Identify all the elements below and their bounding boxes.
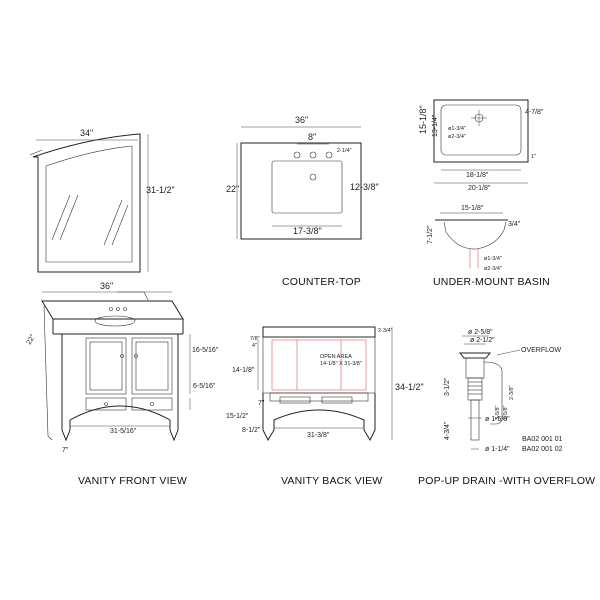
backsplash (118, 291, 149, 301)
mirror-frame (32, 133, 141, 273)
caption-popup-drain: POP-UP DRAIN -WITH OVERFLOW (418, 475, 595, 487)
back-top-edge-label: 2-3/4" (378, 328, 393, 334)
basin-hole2-label: ø2-3/4" (448, 134, 466, 140)
left-drawer (85, 397, 127, 411)
mirror-height-label: 31-1/2" (146, 185, 175, 195)
back-shelf (269, 392, 369, 402)
left-door (85, 337, 127, 395)
basin-bowl-profile (443, 221, 507, 250)
back-countertop (262, 326, 376, 338)
basin-outer-width-label: 20-1/8" (468, 185, 491, 192)
basin-drain2-label: ø2-3/4" (484, 266, 502, 272)
front-depth-label: 22" (26, 333, 37, 346)
tailpiece (470, 399, 480, 441)
spread-label: 8" (308, 132, 316, 142)
drain-h4-label: 3-5/8" (495, 405, 501, 420)
mirror-width-label: 34" (80, 128, 93, 138)
back-base-frame (262, 393, 376, 442)
vanity-base-frame (61, 334, 179, 442)
drawer-height-label: 6-5/16" (193, 383, 216, 390)
faucet-hole-right (325, 151, 333, 159)
basin-offset-label: 4-7/8" (525, 109, 544, 116)
drain-body (465, 357, 485, 379)
base-width-label: 31-5/16" (110, 428, 137, 435)
back-base-width-label: 31-3/8" (307, 432, 330, 439)
faucet-hole-left (293, 151, 301, 159)
vanity-side-leg (43, 305, 53, 441)
caption-vanity-front-view: VANITY FRONT VIEW (78, 475, 187, 487)
open-area (271, 339, 367, 391)
caption-under-mount-basin: UNDER-MOUNT BASIN (433, 276, 550, 288)
faucet-hole-center (309, 151, 317, 159)
basin-height-label: 7-1/2" (427, 225, 434, 244)
mirror-drawing: 34" 31-1/2" (29, 128, 175, 273)
back-a-label: 7/8" (250, 336, 260, 342)
caption-counter-top: COUNTER-TOP (282, 276, 361, 288)
basin-inner-depth-label: 13-1/4" (432, 114, 439, 137)
counter-depth-label: 22" (226, 184, 239, 194)
open-area-size: 14-1/8" X 31-3/8" (320, 361, 362, 367)
drain-h5-label: 2-5/8" (503, 405, 509, 420)
toe-label: 7" (62, 447, 69, 454)
basin-drain1-label: ø1-3/4" (484, 256, 502, 262)
counter-top-outline (240, 142, 362, 240)
right-drawer (131, 397, 173, 411)
basin-lip-label: 3/4" (508, 221, 521, 228)
basin-outer-depth-label: 15-1/8" (418, 105, 428, 134)
drain-d4-label: ø 1-1/4" (485, 446, 510, 453)
drain-h1-label: 3-1/2" (444, 377, 451, 396)
front-width-label: 36" (100, 281, 113, 291)
right-door-knob (134, 354, 138, 358)
back-open-height-label: 14-1/8" (232, 367, 255, 374)
back-leg-height-label: 15-1/2" (226, 413, 249, 420)
right-door (131, 337, 173, 395)
vanity-sink (94, 315, 136, 327)
open-area-title: OPEN AREA (320, 354, 352, 360)
hole-offset-label: 2-1/4" (337, 148, 352, 154)
counter-top-drawing: 36" 8" 2-1/4" 22" 12-3/8" 17-3/8" (226, 115, 379, 240)
drain-d3-label: ø 1-5/8" (485, 416, 510, 423)
drain-h3-label: 4-3/4" (444, 421, 451, 440)
back-shelf-height-label: 8-1/2" (242, 427, 261, 434)
basin-inner (440, 104, 522, 156)
drain-nut (467, 377, 483, 401)
drain-cap (458, 352, 492, 359)
basin-edge-label: 1" (531, 154, 536, 160)
back-b-label: 4" (252, 343, 257, 349)
drain-d1-label: ø 2-5/8" (468, 329, 493, 336)
drain-code1: BA02 001 01 (522, 436, 563, 443)
overflow-label: OVERFLOW (521, 347, 561, 354)
basin-outer (433, 99, 529, 163)
drain-d2-label: ø 2-1/2" (470, 337, 495, 344)
basin-inner-width-label: 18-1/8" (466, 172, 489, 179)
vanity-front-drawing: 36" 22" 16-5/16" 6-5/16" 31-5/16" 7" (26, 281, 219, 454)
basin-side-width-label: 15-1/8" (461, 205, 484, 212)
mirror-glass (45, 145, 133, 263)
basin-side-drawing: 15-1/8" 3/4" 7-1/2" ø1-3/4" ø2-3/4" (427, 205, 521, 272)
drain-h2-label: 2-3/8" (509, 385, 515, 400)
basin-hole1-label: ø1-3/4" (448, 126, 466, 132)
overflow-pipe (483, 361, 503, 425)
bowl-width-label: 17-3/8" (293, 226, 322, 236)
left-door-knob (120, 354, 124, 358)
mirror-glare (51, 194, 71, 241)
counter-width-label: 36" (295, 115, 308, 125)
drain-code2: BA02 001 02 (522, 446, 563, 453)
back-total-height-label: 34-1/2" (395, 382, 424, 392)
popup-drain-drawing: ø 2-5/8" ø 2-1/2" OVERFLOW 3-1/2" 2-3/8"… (444, 329, 563, 453)
bowl-depth-label: 12-3/8" (350, 182, 379, 192)
basin-top-drawing: 15-1/8" 13-1/4" 4-7/8" ø1-3/4" ø2-3/4" 1… (418, 99, 544, 192)
vanity-back-drawing: 2-3/4" 7/8" 4" OPEN AREA 14-1/8" X 31-3/… (226, 326, 424, 442)
caption-vanity-back-view: VANITY BACK VIEW (281, 475, 382, 487)
counter-top-bowl (271, 160, 343, 214)
back-c-label: 7" (258, 400, 265, 407)
drain-hole (309, 173, 317, 181)
door-height-label: 16-5/16" (192, 347, 219, 354)
